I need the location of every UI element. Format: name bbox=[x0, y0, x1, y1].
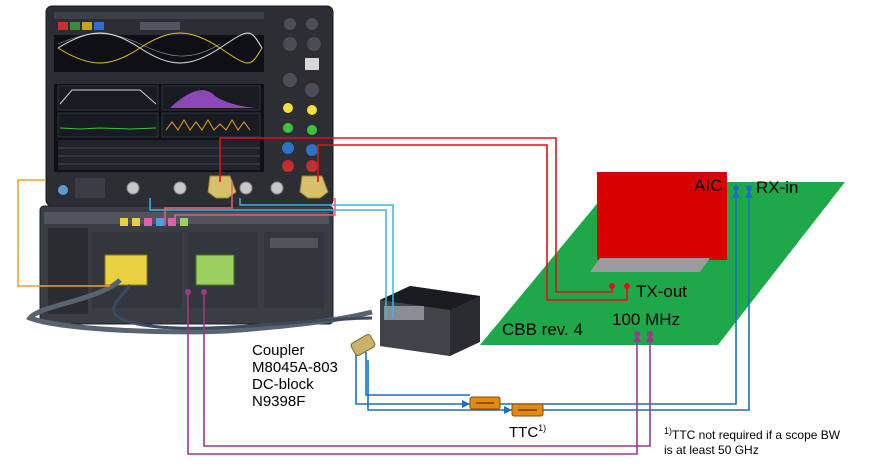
bert-chassis-icon bbox=[39, 205, 334, 325]
dcblock-line1: DC-block bbox=[252, 376, 314, 393]
footnote-marker: 1) bbox=[664, 426, 673, 436]
coupler-line2: M8045A-803 bbox=[252, 359, 338, 376]
coupler-icon bbox=[350, 334, 376, 356]
ttc-footnote-marker: 1) bbox=[538, 423, 547, 433]
aic-card bbox=[597, 172, 727, 260]
rx-in-label: RX-in bbox=[756, 178, 799, 197]
clock-label: 100 MHz bbox=[612, 310, 681, 329]
rx-in-cables bbox=[355, 190, 750, 411]
footnote: 1)TTC not required if a scope BW is at l… bbox=[664, 424, 840, 458]
dcblock-line2: N9398F bbox=[252, 393, 306, 410]
pink-cables bbox=[164, 182, 336, 226]
coupler-label: Coupler M8045A-803 DC-block N9398F bbox=[252, 342, 338, 410]
cyan-cables bbox=[149, 198, 394, 318]
board-label: CBB rev. 4 bbox=[502, 320, 583, 339]
tx-out-label: TX-out bbox=[636, 282, 688, 301]
coupler-line1: Coupler bbox=[252, 342, 305, 359]
clock-cables bbox=[187, 292, 651, 455]
ttc-text: TTC bbox=[509, 424, 539, 441]
aic-label: AIC bbox=[694, 176, 723, 195]
oscilloscope-icon bbox=[45, 5, 334, 207]
ttc-label: TTC1) bbox=[509, 420, 546, 441]
ttc-component-icon bbox=[469, 396, 544, 417]
footnote-line2: is at least 50 GHz bbox=[664, 443, 759, 457]
clock-source-box-icon bbox=[380, 286, 480, 356]
orange-cable bbox=[17, 179, 110, 287]
tx-out-cables bbox=[219, 137, 628, 301]
footnote-line1: TTC not required if a scope BW bbox=[672, 428, 841, 442]
